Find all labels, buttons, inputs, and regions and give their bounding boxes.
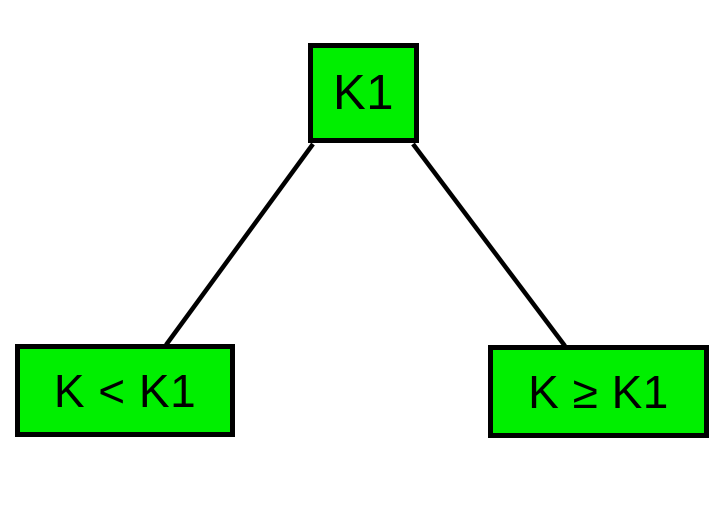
node-right-branch-label: K ≥ K1 xyxy=(528,365,669,418)
node-root-label: K1 xyxy=(333,65,394,120)
edge-root-to-left xyxy=(164,142,315,347)
node-left-branch-label: K < K1 xyxy=(53,364,197,417)
node-right-branch[interactable]: K ≥ K1 xyxy=(488,345,709,438)
node-root[interactable]: K1 xyxy=(308,43,419,143)
node-left-branch[interactable]: K < K1 xyxy=(15,344,235,437)
edge-root-to-right xyxy=(411,142,567,348)
